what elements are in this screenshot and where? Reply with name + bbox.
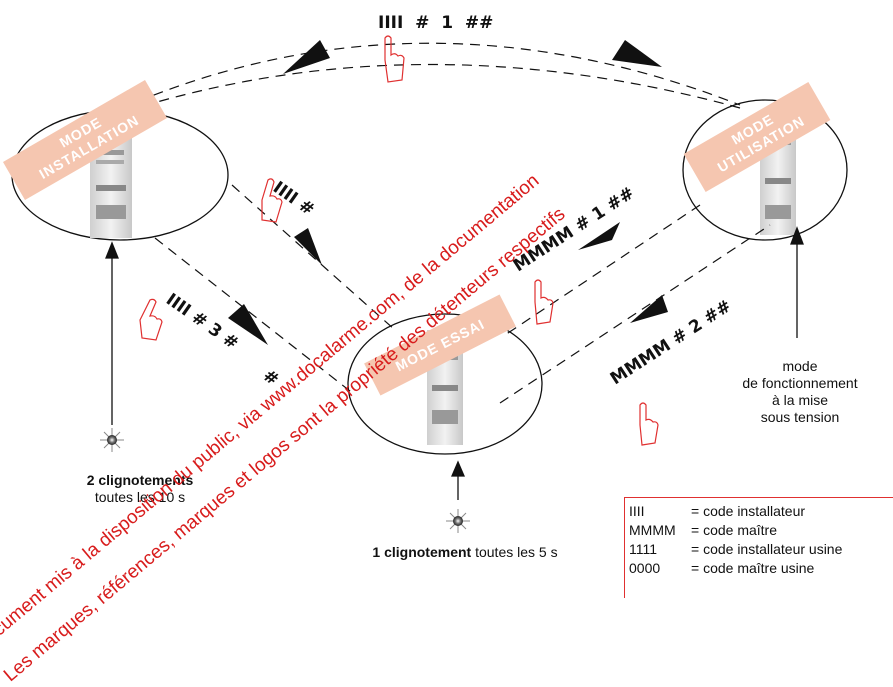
arrowhead-util-essai [578,222,620,250]
path-essai-to-util [499,224,771,404]
path-install-to-util [121,42,741,109]
hand-icon [139,298,163,341]
caption-power-on: mode de fonctionnement à la mise sous te… [735,358,865,426]
caption-essai: 1 clignotement toutes les 5 s [330,544,600,561]
arrowhead-essai-util [630,295,668,323]
caption-power-on-line: de fonctionnement [742,375,858,391]
legend-code: 0000 [629,560,661,576]
arrowhead-install-essai-upper [294,228,322,265]
caption-installation: 2 clignotements toutes les 10 s [70,472,210,506]
diagram: MODE INSTALLATION MODE UTILISATION MODE … [0,13,893,686]
caption-power-on-line: mode [782,358,818,374]
caption-installation-rest: toutes les 10 s [94,489,186,505]
diagram-svg: MODE INSTALLATION MODE UTILISATION MODE … [2,13,848,533]
legend-desc: = code maître usine [691,560,815,576]
led-essai [446,509,470,533]
legend-desc: = code maître [691,522,777,538]
legend-code: MMMM [629,522,676,538]
legend-code: 1111 [629,541,658,557]
arrowhead-install-essai-lower [228,304,268,345]
hand-icon [261,178,283,223]
label-mode-installation: MODE INSTALLATION [2,79,168,201]
caption-power-on-line: sous tension [760,409,840,425]
hand-icon [534,279,554,325]
legend-desc: = code installateur usine [691,541,843,557]
legend-row: 0000 = code maître usine [629,559,814,577]
caption-essai-bold: 1 clignotement [372,544,472,560]
path-install-to-essai-upper [231,184,396,331]
ellipse-utilisation [682,99,848,241]
seq-install-to-essai-b: IIII # 3 # [162,290,242,354]
legend-code: IIII [629,503,645,519]
arrowhead-top-right [283,40,330,74]
caption-essai-rest: toutes les 5 s [475,544,558,560]
seq-essai-to-util: MMMM # 2 ## [607,296,735,389]
legend-row: IIII = code installateur [629,502,805,520]
path-util-to-essai [504,204,701,336]
hand-icon [639,402,659,446]
led-installation [100,428,124,452]
legend-box: IIII = code installateur MMMM = code maîtr… [624,497,893,598]
legend-desc: = code installateur [691,503,806,519]
path-util-to-install [129,63,741,111]
ellipse-essai [347,313,543,455]
caption-installation-bold: 2 clignotements [86,472,194,488]
arrowhead-top-left [612,40,662,67]
path-install-to-essai-lower [154,237,356,396]
legend-row: MMMM = code maître [629,521,777,539]
seq-install-to-util: IIII # 1 ## [378,13,493,33]
legend-row: 1111 = code installateur usine [629,540,842,558]
hand-icon [384,35,405,83]
caption-power-on-line: à la mise [771,392,829,408]
